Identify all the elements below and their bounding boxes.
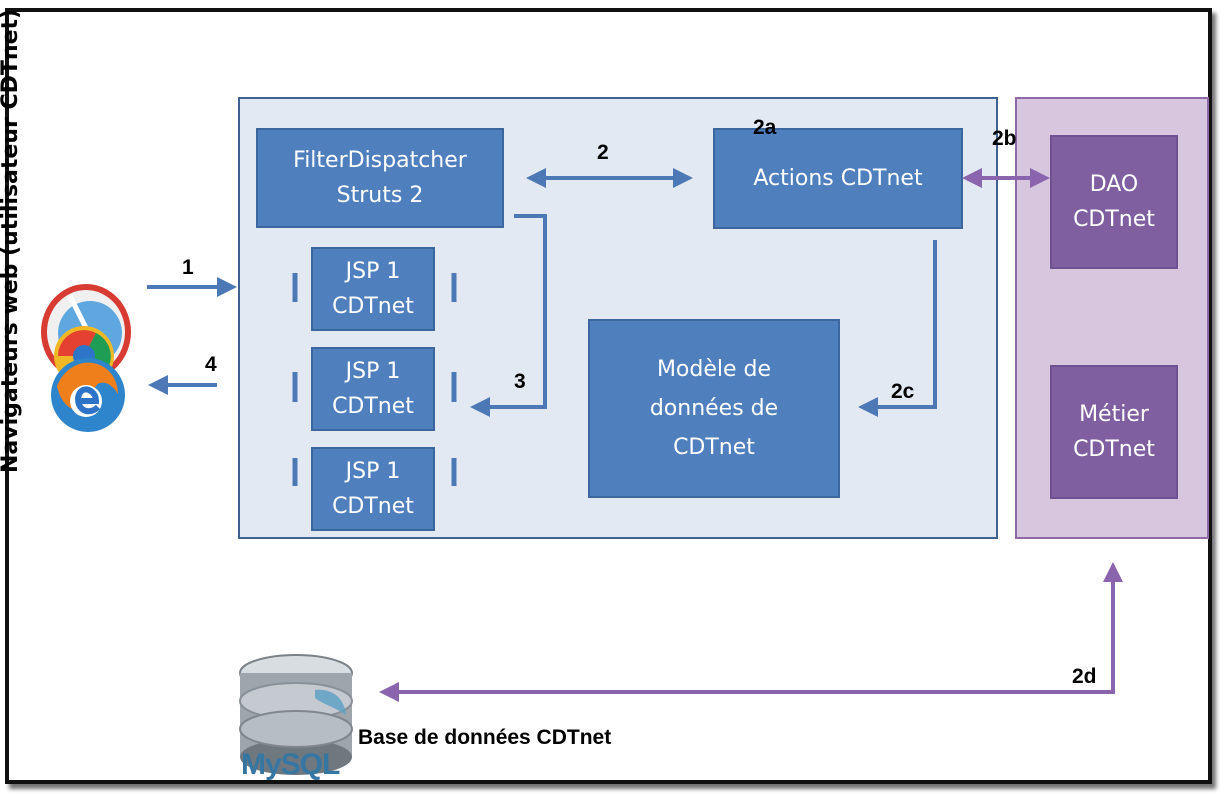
arrow-2c: [858, 240, 937, 417]
step-4-label: 4: [205, 353, 217, 376]
filterdispatcher-node: FilterDispatcher Struts 2: [256, 128, 504, 228]
step-2d-label: 2d: [1072, 665, 1097, 688]
arrow-2d: [379, 562, 1123, 702]
step-2b-label: 2b: [992, 127, 1017, 150]
dao-cdtnet-node: DAO CDTnet: [1050, 135, 1178, 269]
step-3-label: 3: [514, 370, 526, 393]
jsp-node: JSP 1 CDTnet: [311, 447, 435, 531]
jsp-node: JSP 1 CDTnet: [311, 247, 435, 331]
step-1-label: 1: [182, 256, 194, 279]
database-label: Base de données CDTnet: [358, 726, 612, 749]
internet-explorer-e-icon: [75, 386, 101, 415]
mysql-database-icon: [239, 654, 353, 775]
step-2c-label: 2c: [891, 380, 915, 403]
step-2-label: 2: [597, 141, 609, 164]
browser-icon-cluster: [41, 284, 131, 432]
arrow-3: [470, 214, 547, 417]
actions-cdtnet-node: Actions CDTnet: [713, 128, 963, 229]
jsp-node: JSP 1 CDTnet: [311, 347, 435, 431]
step-2a-label: 2a: [753, 116, 777, 139]
data-model-node: Modèle de données de CDTnet: [588, 319, 840, 498]
metier-cdtnet-node: Métier CDTnet: [1050, 365, 1178, 499]
diagram-frame: [5, 8, 1212, 784]
mysql-logo-text: MySQL: [241, 748, 340, 781]
jsp-dashed-guides: [292, 273, 457, 486]
